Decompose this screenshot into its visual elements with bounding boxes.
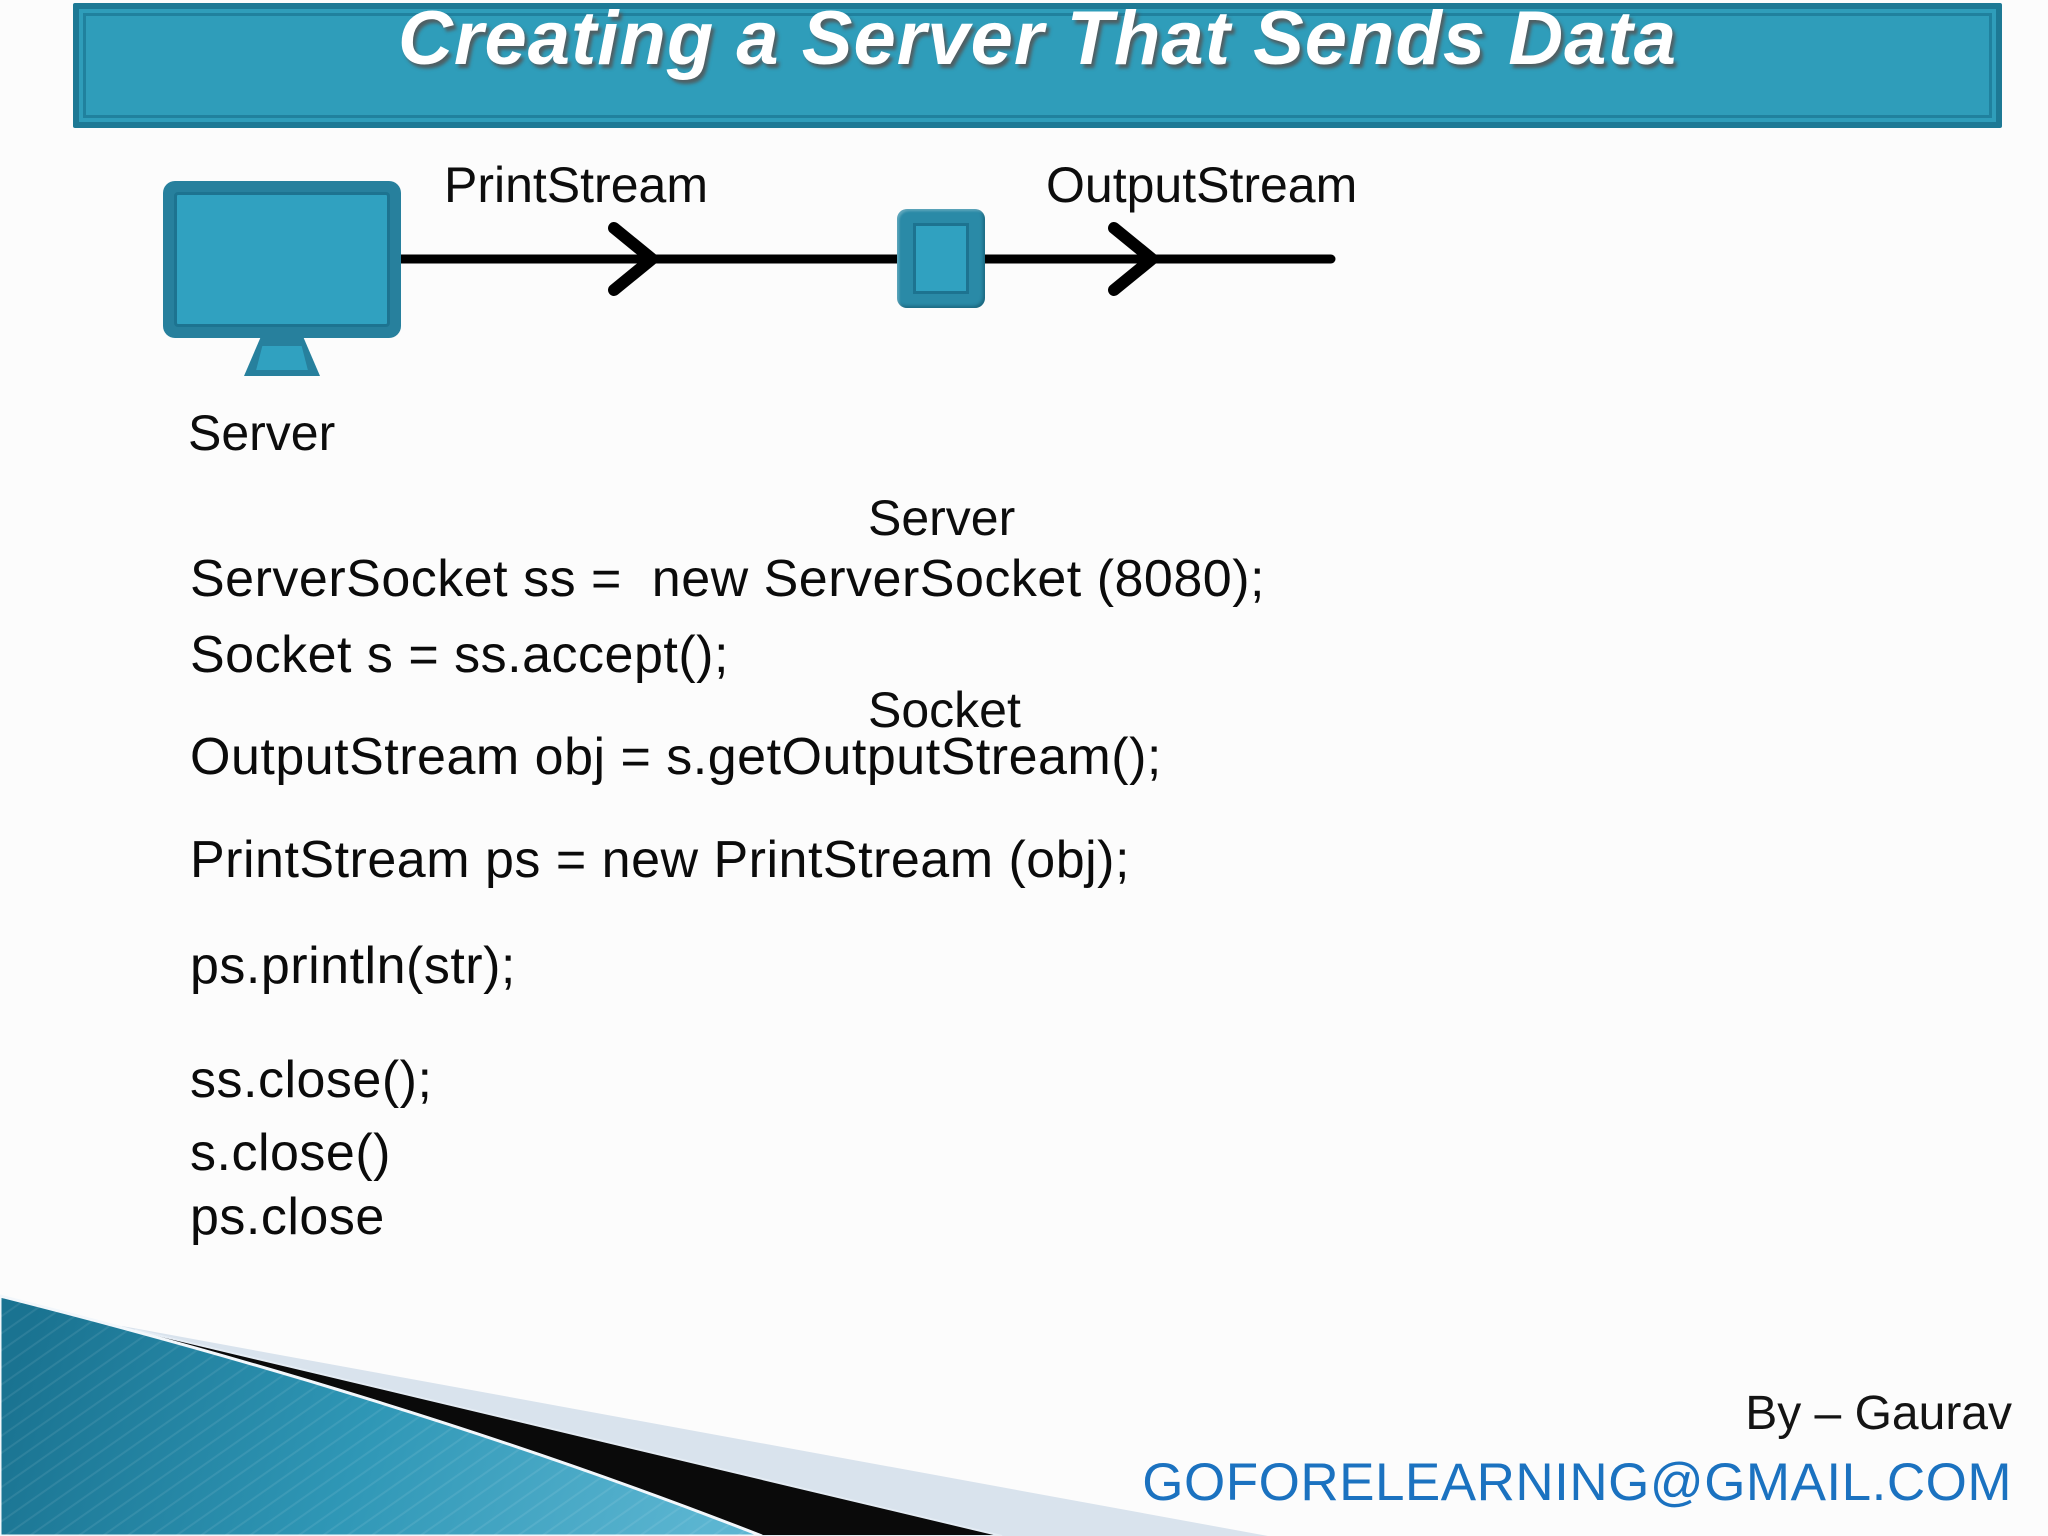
title-bar: Creating a Server That Sends Data <box>73 0 2002 128</box>
code-line: ss.close(); <box>190 1051 433 1109</box>
server-socket-label-line2: Socket <box>868 682 1021 738</box>
code-line: OutputStream obj = s.getOutputStream(); <box>190 728 1162 786</box>
code-line: s.close() <box>190 1124 391 1182</box>
swoosh-teal-wedge <box>0 1294 763 1536</box>
server-socket-label-line1: Server <box>868 490 1016 546</box>
server-socket-icon <box>897 209 985 308</box>
code-line: ps.close <box>190 1188 385 1246</box>
swoosh-black-wedge <box>135 1328 1003 1536</box>
server-monitor-stand-inner <box>256 346 308 370</box>
code-line: Socket s = ss.accept(); <box>190 626 729 684</box>
outputstream-label: OutputStream <box>1046 157 1358 213</box>
server-monitor-screen <box>174 192 390 327</box>
code-line: ServerSocket ss = new ServerSocket (8080… <box>190 550 1265 608</box>
printstream-arrowhead-icon <box>608 222 658 296</box>
server-socket-icon-inner <box>913 223 969 294</box>
outputstream-arrowhead-icon <box>1108 222 1158 296</box>
swoosh-pale-blue-wedge <box>122 1326 1268 1536</box>
title-bar-inner-frame: Creating a Server That Sends Data <box>83 0 1992 118</box>
page-title: Creating a Server That Sends Data <box>398 0 1677 81</box>
printstream-label: PrintStream <box>444 157 708 213</box>
server-monitor-stand <box>244 337 320 376</box>
code-line: PrintStream ps = new PrintStream (obj); <box>190 831 1130 889</box>
contact-email: GOFORELEARNING@GMAIL.COM <box>1142 1453 2012 1512</box>
server-label: Server <box>188 405 336 461</box>
author-byline: By – Gaurav <box>1745 1387 2012 1440</box>
server-socket-label: Server Socket <box>868 358 1021 806</box>
code-line: ps.println(str); <box>190 937 516 995</box>
swoosh-teal-texture <box>0 1296 762 1536</box>
server-monitor-icon <box>163 181 401 338</box>
